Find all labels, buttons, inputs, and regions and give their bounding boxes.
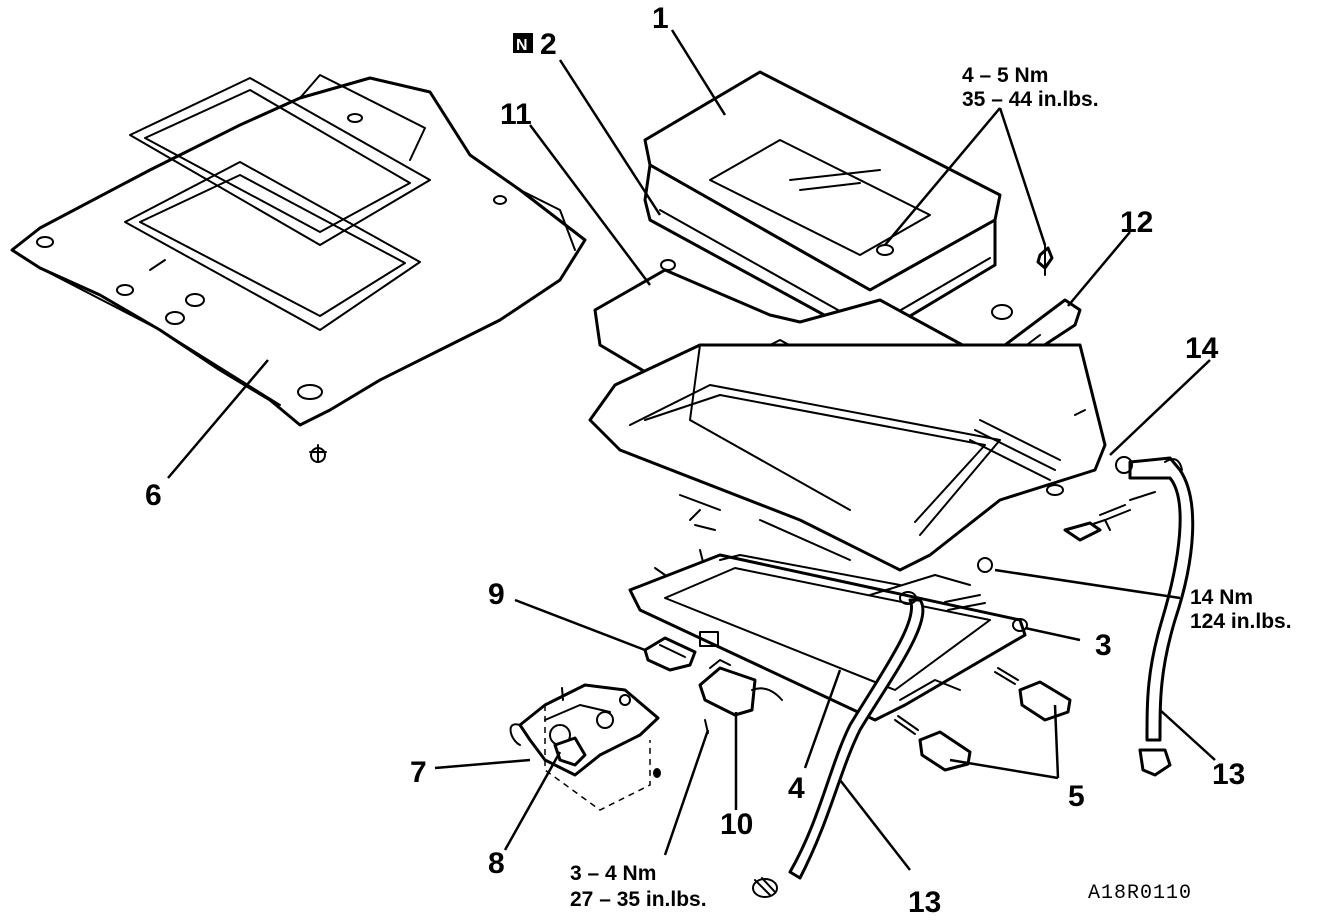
- nut-part-3: [977, 557, 1028, 632]
- glass-torque-nm: 4 – 5 Nm: [962, 64, 1048, 87]
- callout-13-rear: 13: [1212, 758, 1245, 791]
- leader-lines: [167, 29, 1216, 871]
- callout-5: 5: [1068, 780, 1085, 813]
- callout-8: 8: [488, 847, 505, 880]
- drain-hose-part-13-rear: [1115, 456, 1195, 777]
- callout-11: 11: [500, 98, 532, 131]
- torque-specs: 4 – 5 Nm 35 – 44 in.lbs. 14 Nm 124 in.lb…: [570, 64, 1292, 911]
- headliner-part-6: [10, 74, 587, 463]
- switch-part-9: [643, 631, 719, 672]
- callout-9: 9: [488, 578, 505, 611]
- sunroof-frame: [588, 343, 1111, 576]
- callout-4: 4: [788, 772, 805, 805]
- callout-3: 3: [1095, 629, 1112, 662]
- frame-torque-nm: 14 Nm: [1190, 586, 1253, 609]
- callout-6: 6: [145, 479, 162, 512]
- glass-torque-inlbs: 35 – 44 in.lbs.: [962, 88, 1099, 111]
- callout-14: 14: [1185, 332, 1219, 365]
- frame-torque-inlbs: 124 in.lbs.: [1190, 610, 1292, 633]
- motor-torque-inlbs: 27 – 35 in.lbs.: [570, 888, 707, 911]
- motor-torque-nm: 3 – 4 Nm: [570, 862, 656, 885]
- drain-hose-part-13-front: [752, 598, 925, 898]
- new-part-badge-letter: N: [516, 37, 528, 54]
- gear-part-8: [553, 736, 587, 767]
- callout-13-front: 13: [908, 886, 941, 919]
- callout-1: 1: [652, 2, 669, 35]
- motor-assembly-part-7: [509, 683, 661, 811]
- bolts: [899, 244, 1183, 605]
- drain-tray-part-4: [628, 553, 1027, 722]
- callout-12: 12: [1120, 206, 1153, 239]
- callout-2: 2: [540, 28, 557, 61]
- callout-10: 10: [720, 808, 753, 841]
- figure-code: A18R0110: [1088, 882, 1192, 905]
- new-part-badge: [513, 33, 533, 53]
- cable-part-10: [698, 659, 783, 734]
- callout-7: 7: [410, 756, 427, 789]
- callout-labels: 1 N 2 11 12 14 6 9 3 7 4 5 13 10 8 13: [145, 2, 1245, 919]
